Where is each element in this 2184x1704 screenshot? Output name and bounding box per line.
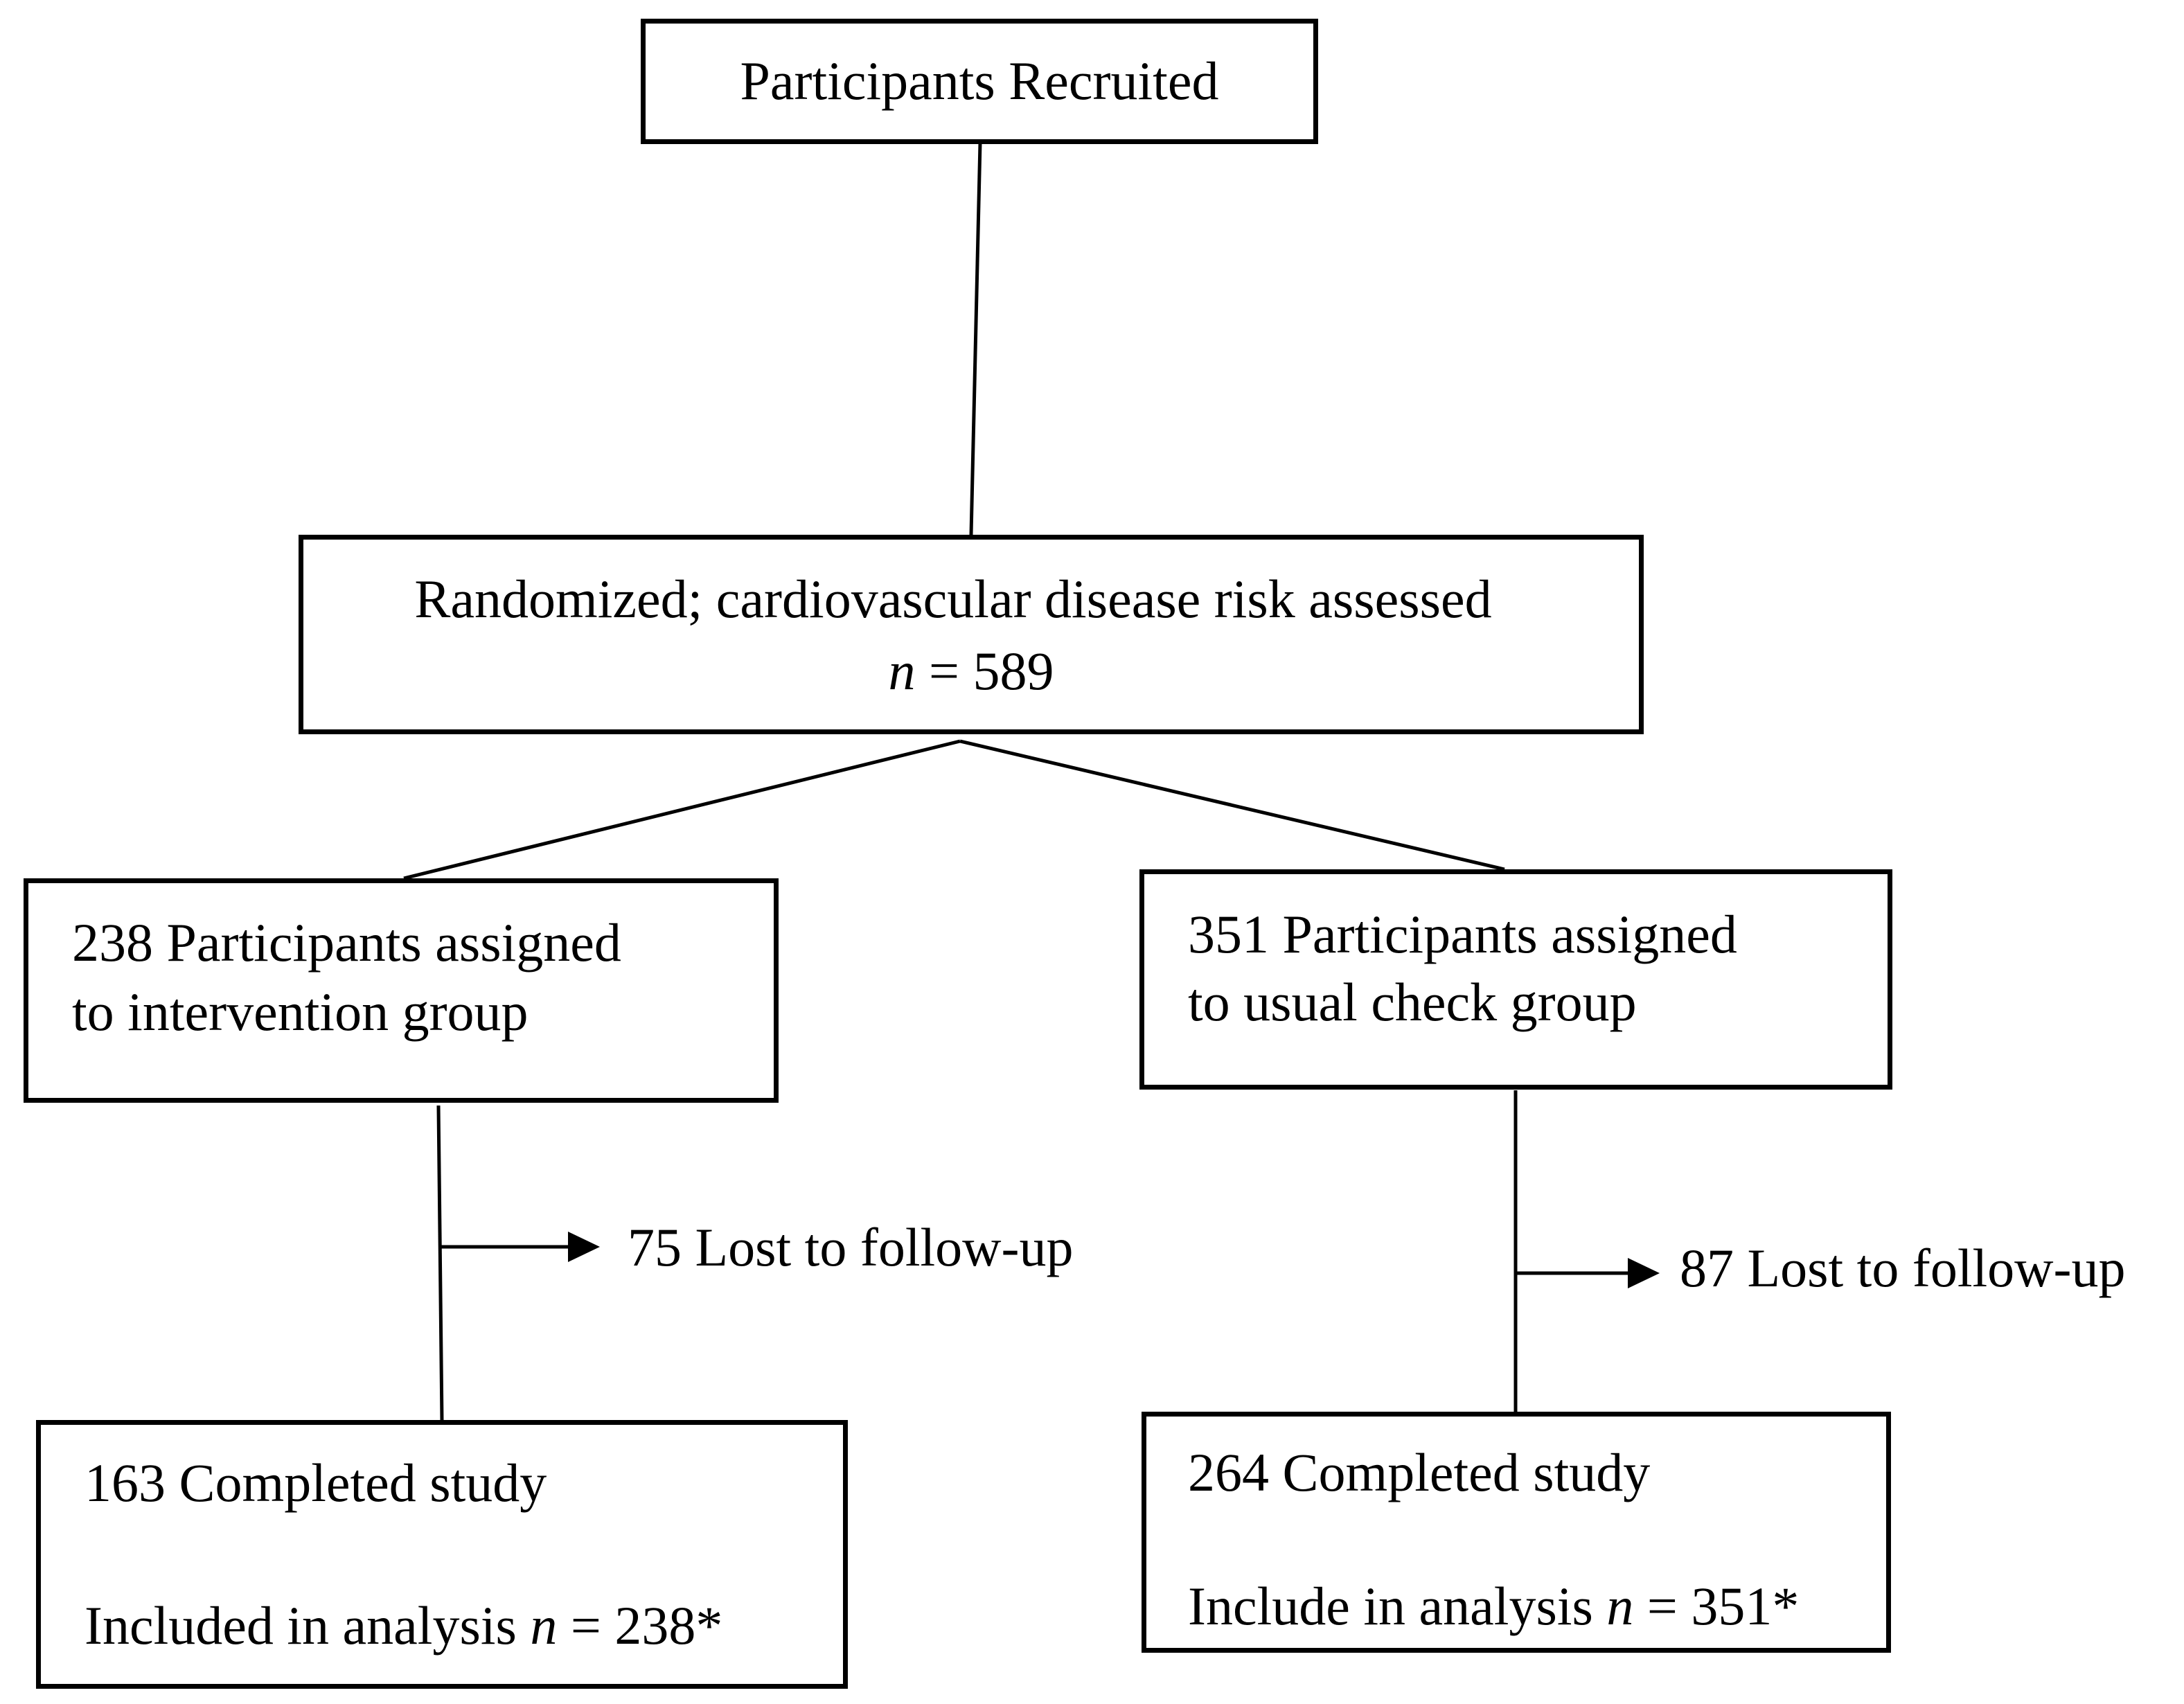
recruited-label: Participants Recruited (740, 51, 1219, 111)
randomized-label: Randomized; cardiovascular disease risk … (414, 569, 1492, 629)
intervention-completed-box (36, 1420, 848, 1689)
recruited-box (641, 19, 1318, 144)
usual-analysis-line: Include in analysis n = 351* (1188, 1579, 1799, 1633)
intervention-lost-label: 75 Lost to follow-up (628, 1217, 1074, 1277)
usual-lost-label: 87 Lost to follow-up (1680, 1238, 2126, 1298)
intervention-analysis-n-symbol: n (530, 1595, 558, 1656)
intervention-line2: to intervention group (72, 982, 529, 1042)
arrowhead-intervention-lost (568, 1232, 600, 1262)
arrowhead-usual-lost (1628, 1258, 1660, 1288)
usual-completed-line1: 264 Completed study (1188, 1442, 1651, 1502)
randomized-n: n = 589 (299, 644, 1644, 698)
usual-analysis-prefix: Include in analysis (1188, 1576, 1593, 1636)
usual-line2: to usual check group (1188, 972, 1637, 1032)
intervention-line1: 238 Participants assigned (72, 912, 621, 973)
usual-analysis-n-value: = 351* (1646, 1576, 1800, 1636)
randomized-n-symbol: n (888, 641, 916, 701)
connector-intervention-completed (436, 1105, 444, 1422)
randomized-n-value: = 589 (929, 641, 1054, 701)
connector-randomized-usual (959, 739, 1505, 871)
intervention-analysis-line: Included in analysis n = 238* (85, 1599, 722, 1653)
randomized-box (299, 535, 1644, 734)
usual-completed-box (1142, 1412, 1891, 1653)
intervention-analysis-prefix: Included in analysis (85, 1595, 517, 1656)
usual-analysis-n-symbol: n (1606, 1576, 1634, 1636)
connector-recruited-randomized (969, 142, 982, 535)
usual-box (1139, 869, 1892, 1090)
intervention-completed-line1: 163 Completed study (85, 1453, 547, 1513)
intervention-box (24, 878, 779, 1103)
usual-line1: 351 Participants assigned (1188, 904, 1737, 964)
connector-randomized-intervention (403, 739, 961, 880)
intervention-analysis-n-value: = 238* (570, 1595, 723, 1656)
